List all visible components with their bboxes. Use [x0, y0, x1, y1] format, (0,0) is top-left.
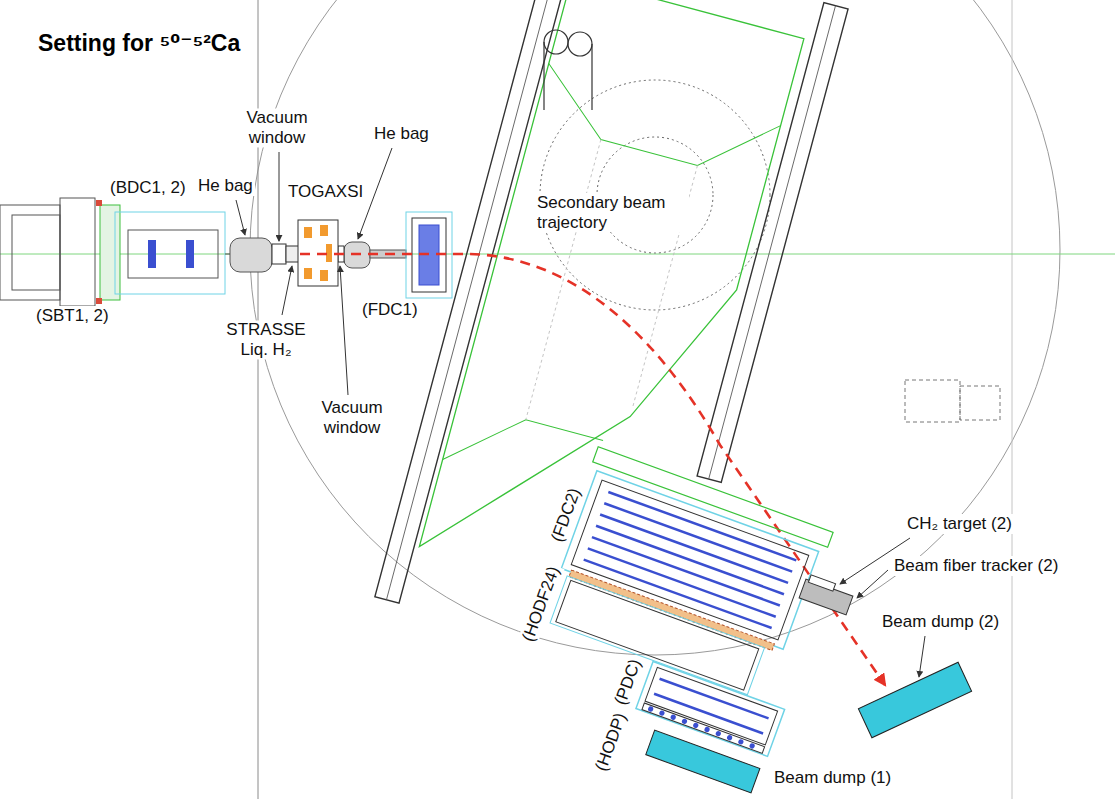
downstream-detectors: [584, 560, 772, 628]
leader-line: [279, 152, 280, 241]
downstream-detectors: [561, 471, 818, 649]
beamline-detectors: [148, 240, 156, 268]
downstream-detectors: [715, 730, 722, 737]
magnet-coil: [543, 42, 544, 110]
togaxsi-array: [320, 225, 328, 236]
downstream-detectors: [646, 730, 760, 793]
reference-lines: [0, 254, 1115, 255]
leader-line: [340, 266, 348, 395]
leader-line: [236, 200, 245, 235]
he-bag: [230, 238, 272, 272]
leader-line: [857, 570, 888, 598]
leader-line: [919, 636, 925, 677]
downstream-detectors: [593, 447, 833, 548]
detector-label: (HODF24): [518, 562, 565, 646]
beamline-detectors: [96, 200, 102, 206]
beamline-detectors: [0, 198, 231, 306]
downstream-detectors: [608, 492, 796, 560]
downstream-detectors: [588, 548, 776, 616]
beamline-detectors: [0, 205, 60, 300]
dump-label: Beam dump (1): [772, 768, 893, 788]
beamline-detectors: [96, 298, 102, 304]
downstream-detectors: [569, 570, 774, 650]
reference-lines: [905, 380, 960, 422]
downstream-detectors: [654, 694, 763, 734]
leader-line: [236, 148, 925, 677]
downstream-detectors: [584, 492, 797, 628]
reference-lines: [250, 0, 1060, 655]
magnet-yoke: [709, 6, 836, 479]
detector-label: (PDC): [610, 655, 646, 710]
togaxsi-array: [304, 227, 312, 238]
leader-line: [282, 266, 292, 315]
beam-trajectory: [300, 254, 885, 685]
detector-label: (BDC1, 2): [108, 178, 188, 198]
detector-label: (FDC1): [360, 300, 420, 320]
downstream-detectors: [726, 734, 733, 741]
beamline-detectors: [100, 205, 120, 300]
togaxsi-array: [304, 268, 312, 279]
magnet-coil: [591, 44, 592, 110]
downstream-detectors: [505, 447, 847, 794]
downstream-detectors: [604, 503, 792, 571]
bag-label: He bag: [196, 176, 255, 196]
fiber-tracker: [808, 575, 835, 591]
downstream-detectors: [660, 679, 769, 719]
beamline-detectors: [128, 230, 218, 278]
detector-label: (FDC2): [547, 484, 586, 547]
detector-label: (HODP): [591, 708, 631, 775]
target-label: STRASSE Liq. H₂: [218, 320, 314, 359]
magnet-yoke: [533, 64, 780, 184]
downstream-detectors: [704, 726, 711, 733]
bag-label: He bag: [372, 124, 431, 144]
target-label: CH₂ target (2): [905, 514, 1014, 534]
beamline-detectors: [12, 215, 60, 290]
detector-label: Beam fiber tracker (2): [892, 556, 1060, 576]
magnet-yoke: [443, 402, 603, 499]
magnet-coil: [544, 30, 592, 110]
window-label: Vacuum window: [308, 398, 396, 437]
downstream-detectors: [556, 580, 759, 690]
window-label: Vacuum window: [233, 108, 321, 147]
magnet-coil: [544, 30, 568, 54]
beamline-detectors: [115, 212, 225, 294]
beam-dump: [858, 662, 971, 737]
downstream-detectors: [645, 667, 778, 745]
beam-dump: [858, 662, 971, 737]
downstream-detectors: [596, 526, 784, 594]
downstream-detectors: [670, 714, 677, 721]
vacuum-window: [272, 244, 286, 264]
reference-lines: [1012, 0, 1013, 799]
diagram-title: Setting for ⁵⁰⁻⁵²Ca: [38, 30, 240, 57]
downstream-detectors: [550, 576, 764, 695]
magnet-yoke: [697, 3, 848, 483]
detector-label: (SBT1, 2): [34, 306, 111, 326]
beamline-detectors: [60, 198, 95, 306]
detector-label: TOGAXSI: [286, 182, 365, 202]
magnet-yoke: [526, 140, 601, 420]
reference-lines: [960, 386, 1000, 420]
beamline-detectors: [186, 240, 194, 268]
togaxsi-array: [320, 270, 328, 281]
downstream-detectors: [681, 718, 688, 725]
downstream-detectors: [600, 515, 788, 583]
downstream-detectors: [647, 706, 654, 713]
trajectory-label: Secondary beam trajectory: [535, 193, 689, 232]
dump-label: Beam dump (2): [880, 612, 1001, 632]
downstream-detectors: [749, 743, 756, 750]
downstream-detectors: [659, 710, 666, 717]
magnet-coil: [568, 32, 592, 56]
downstream-detectors: [692, 722, 699, 729]
downstream-detectors: [738, 739, 745, 746]
magnet-yoke: [375, 0, 848, 676]
